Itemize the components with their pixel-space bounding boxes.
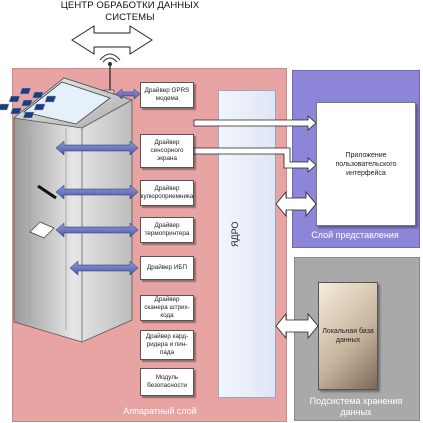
- diagram-title: ЦЕНТР ОБРАБОТКИ ДАННЫХ СИСТЕМЫ: [40, 0, 220, 24]
- presentation-layer-label: Слой представления: [311, 230, 399, 240]
- driver-gprs-modem: Драйвер GPRS модема: [140, 82, 194, 108]
- driver-thermal-printer: Драйвер термопринтера: [140, 217, 194, 243]
- title-line-1: ЦЕНТР ОБРАБОТКИ ДАННЫХ: [60, 0, 200, 11]
- data-center-arrow: [71, 25, 153, 55]
- connector-touch-app: [193, 147, 317, 173]
- local-database-block: Локальная база данных: [318, 282, 378, 390]
- driver-bill-acceptor: Драйвер купюроприемника: [140, 180, 194, 206]
- arrow-touchscreen: [55, 140, 139, 156]
- arrow-bill-acceptor: [55, 184, 139, 200]
- bill-acceptor-slot: [37, 184, 57, 200]
- storage-layer-label: Подсистема хранения данных: [309, 396, 403, 417]
- ui-application-block: Приложение пользовательского интерфейса: [316, 102, 416, 226]
- kiosk-keypad: [0, 87, 57, 119]
- driver-barcode-scanner: Драйвер сканера штрих-кода: [140, 295, 194, 321]
- kernel-storage-arrow: [275, 312, 319, 340]
- kernel-block: [218, 90, 276, 398]
- security-module: Модуль безопасности: [140, 368, 194, 396]
- printer-receipt: [29, 221, 55, 239]
- driver-ups: Драйвер ИБП: [140, 256, 194, 280]
- kernel-presentation-arrow: [275, 190, 317, 218]
- connector-gprs-app: [193, 115, 317, 131]
- arrow-printer: [55, 222, 139, 238]
- hardware-layer-label: Аппаратный слой: [123, 406, 197, 416]
- kiosk-screen: [23, 81, 111, 125]
- arrow-ups: [69, 260, 139, 276]
- driver-touchscreen: Драйвер сенсорного экрана: [140, 134, 194, 168]
- title-line-2: СИСТЕМЫ: [105, 12, 155, 23]
- driver-card-reader: Драйвер кард-ридера и пин-пада: [140, 330, 194, 360]
- kiosk-illustration: [0, 77, 133, 343]
